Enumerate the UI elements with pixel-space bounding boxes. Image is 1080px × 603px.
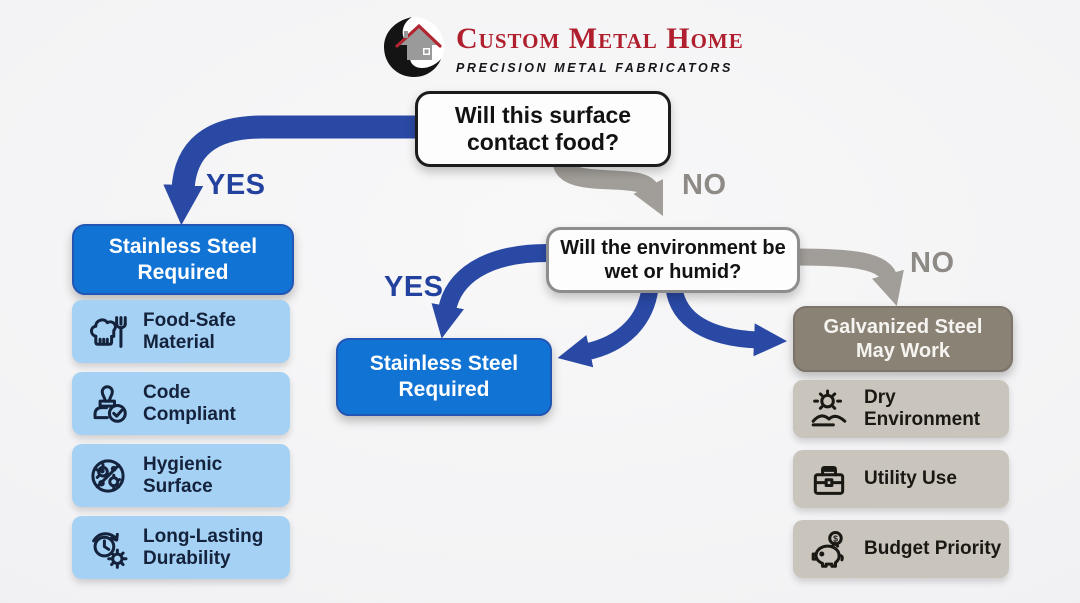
clock-gear-icon [85,525,131,571]
label-yes-left: YES [206,169,266,201]
label-yes-center: YES [384,271,444,303]
feature-utility-use: Utility Use [793,450,1009,508]
feature-utility-use-label: Utility Use [864,468,957,490]
feature-budget-priority-label: Budget Priority [864,538,1002,560]
feature-food-safe: Food-Safe Material [72,300,290,363]
feature-code-compliant-label: Code Compliant [143,381,236,425]
arrow-split-left [557,286,659,368]
brand-logo: Custom Metal Home PRECISION METAL FABRIC… [382,15,744,79]
feature-durability: Long-Lasting Durability [72,516,290,579]
svg-text:$: $ [833,533,838,543]
arrow-no-right [795,248,904,306]
result-stainless-center: Stainless Steel Required [336,338,552,416]
question-wet-humid: Will the environment be wet or humid? [546,227,800,293]
question-contact-food-text: Will this surface contact food? [454,101,632,155]
arrow-split-right [665,286,788,357]
result-stainless-left: Stainless Steel Required [72,224,294,295]
result-stainless-left-text: Stainless Steel Required [108,234,258,284]
chef-hat-fork-icon [85,309,131,355]
feature-hygienic-surface: Hygienic Surface [72,444,290,507]
arrow-no-to-q2 [552,158,664,216]
no-germs-icon [85,453,131,499]
feature-code-compliant: Code Compliant [72,372,290,435]
feature-budget-priority: $ Budget Priority [793,520,1009,578]
feature-dry-environment-label: Dry Environment [864,387,981,430]
arrow-yes-left [163,115,420,226]
question-wet-humid-text: Will the environment be wet or humid? [560,237,786,283]
feature-food-safe-label: Food-Safe Material [143,309,236,353]
stamp-check-icon [85,381,131,427]
sun-hills-icon [806,386,852,432]
question-contact-food: Will this surface contact food? [415,91,671,167]
brand-tagline: PRECISION METAL FABRICATORS [456,61,733,75]
feature-durability-label: Long-Lasting Durability [143,525,264,569]
piggy-bank-icon: $ [806,526,852,572]
result-stainless-center-text: Stainless Steel Required [369,352,519,401]
result-galvanized: Galvanized Steel May Work [793,306,1013,372]
house-swirl-logo-icon [384,17,444,77]
label-no-top: NO [682,169,727,201]
arrow-yes-center [431,244,549,339]
result-galvanized-text: Galvanized Steel May Work [823,315,983,362]
brand-name: Custom Metal Home [456,22,744,55]
feature-hygienic-surface-label: Hygienic Surface [143,453,223,497]
label-no-right: NO [910,247,955,279]
toolbox-icon [806,456,852,502]
feature-dry-environment: Dry Environment [793,380,1009,438]
